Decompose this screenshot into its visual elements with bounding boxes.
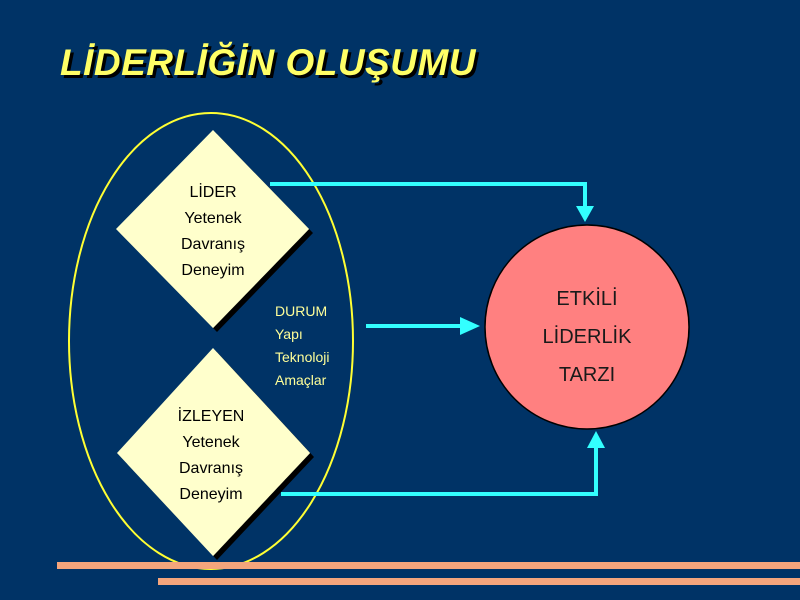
follower-line-behavior: Davranış xyxy=(178,460,244,477)
situation-line-technology: Teknoloji xyxy=(275,349,330,365)
follower-box-text: İZLEYEN Yetenek Davranış Deneyim xyxy=(161,404,261,508)
leader-diamond xyxy=(116,130,309,328)
leader-heading: LİDER xyxy=(189,184,237,201)
arrow-leader-to-result xyxy=(270,182,587,208)
leader-line-ability: Yetenek xyxy=(184,210,242,227)
arrowhead-situation xyxy=(460,317,480,335)
follower-line-ability: Yetenek xyxy=(182,434,240,451)
situation-line-structure: Yapı xyxy=(275,326,303,342)
situation-text: DURUM Yapı Teknoloji Amaçlar xyxy=(275,300,329,392)
result-circle xyxy=(484,224,690,430)
result-text: ETKİLİ LİDERLİK TARZI xyxy=(487,280,687,394)
follower-heading: İZLEYEN xyxy=(177,408,245,425)
arrowhead-follower xyxy=(587,431,605,448)
grouping-ellipse xyxy=(68,112,354,570)
follower-line-experience: Deneyim xyxy=(179,486,243,503)
result-line-1: ETKİLİ xyxy=(556,288,618,310)
result-line-3: TARZI xyxy=(558,364,616,386)
arrow-follower-to-result xyxy=(281,446,598,496)
decorative-stripe-top xyxy=(57,562,800,569)
leader-box-text: LİDER Yetenek Davranış Deneyim xyxy=(163,180,263,284)
decorative-stripe-bottom xyxy=(158,578,800,585)
leader-line-behavior: Davranış xyxy=(180,236,246,253)
situation-heading: DURUM xyxy=(275,303,328,319)
slide-title: LİDERLİĞİN OLUŞUMU xyxy=(60,42,476,83)
situation-line-goals: Amaçlar xyxy=(275,372,327,388)
leader-line-experience: Deneyim xyxy=(181,262,245,279)
result-line-2: LİDERLİK xyxy=(542,326,632,348)
follower-diamond xyxy=(117,348,310,556)
arrowhead-leader xyxy=(576,206,594,222)
